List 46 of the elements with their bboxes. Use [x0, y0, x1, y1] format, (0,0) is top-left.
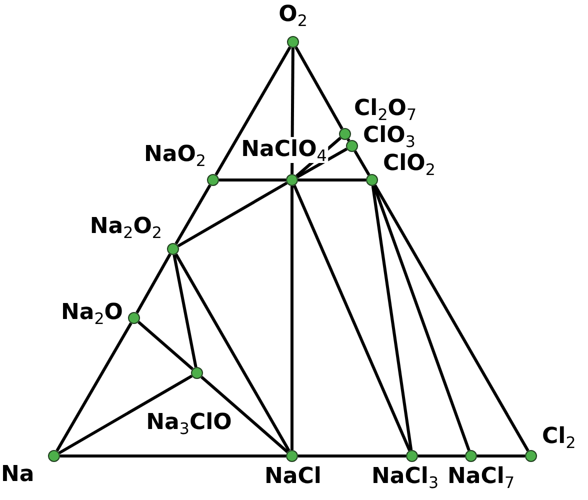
tie-line [136, 253, 172, 314]
tie-line [372, 185, 470, 451]
phase-point [366, 174, 378, 186]
phase-point [287, 36, 299, 48]
tie-line [374, 184, 530, 452]
phase-point [207, 174, 219, 186]
phase-point [406, 450, 418, 462]
phase-point [48, 450, 60, 462]
compound-label: Cl$_{2}$O$_{7}$ [353, 96, 418, 122]
phase-point [128, 312, 140, 324]
tie-line [294, 46, 344, 130]
tie-line [219, 178, 286, 182]
phase-point [286, 450, 298, 462]
tie-line [138, 320, 194, 370]
compound-label: ClO$_{3}$ [362, 123, 416, 149]
tie-line [298, 454, 406, 458]
tie-line [177, 182, 288, 248]
tie-line [200, 376, 288, 454]
compound-label: Cl$_{2}$ [541, 424, 577, 450]
phase-point [286, 174, 298, 186]
tie-line [371, 186, 413, 450]
phase-point [167, 243, 179, 255]
tie-line [172, 254, 198, 368]
compound-label: O$_{2}$ [278, 2, 308, 28]
phase-point [525, 450, 537, 462]
phase-point [191, 367, 203, 379]
tie-line [293, 184, 411, 452]
compound-label: Na$_{2}$O$_{2}$ [88, 214, 163, 240]
tie-line [354, 150, 370, 176]
tie-line [58, 374, 193, 454]
tie-line [296, 148, 348, 178]
compound-label: Na$_{3}$ClO [145, 410, 233, 436]
phase-point [465, 450, 477, 462]
compound-label: ClO$_{2}$ [382, 151, 436, 177]
phase-point [339, 128, 351, 140]
compound-label: NaClO$_{4}$ [240, 137, 328, 163]
tie-line [174, 184, 212, 245]
tie-line [214, 46, 292, 176]
tie-line [298, 178, 366, 182]
tie-line [174, 253, 290, 452]
tie-line [56, 322, 132, 452]
tie-line [477, 454, 525, 458]
tie-line [418, 454, 465, 458]
tie-line [290, 186, 294, 450]
phase-point [346, 140, 358, 152]
tie-line [60, 454, 286, 458]
